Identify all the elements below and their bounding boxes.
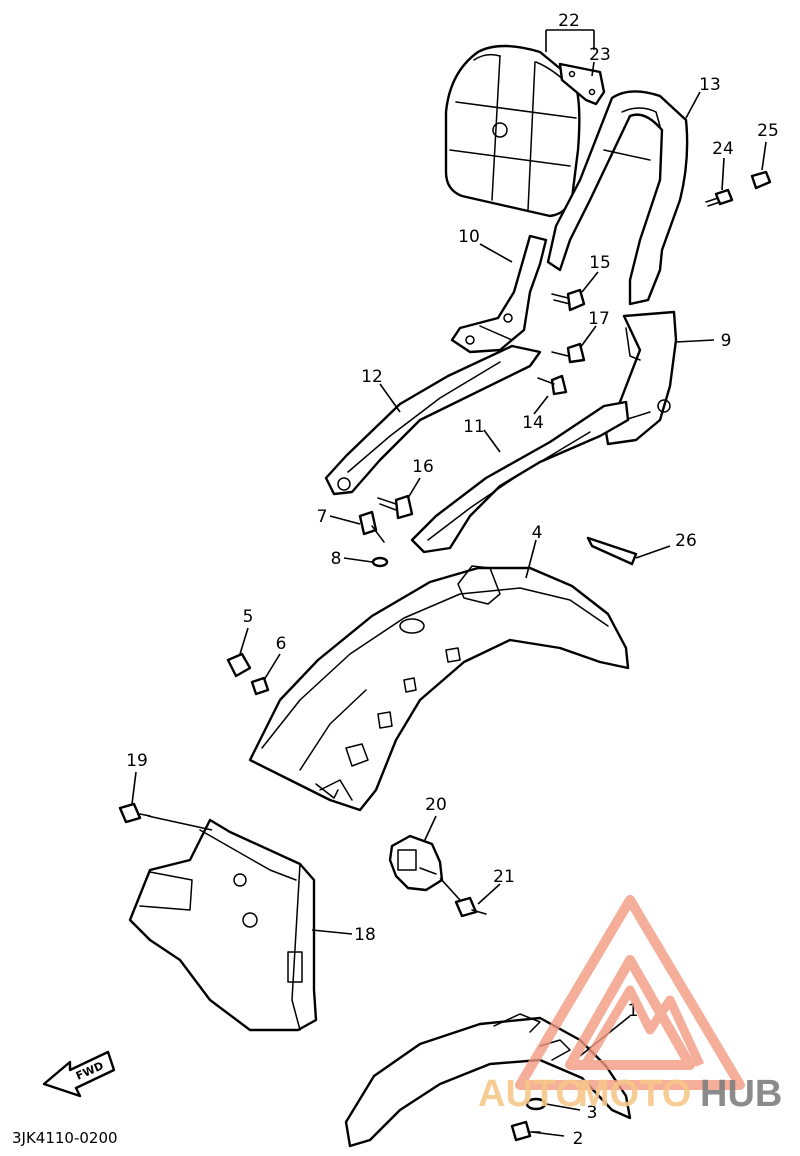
watermark-auto: AUTO — [478, 1073, 585, 1115]
diagram-code: 3JK4110-0200 — [12, 1129, 118, 1147]
taillight-bracket — [388, 834, 444, 892]
fasteners — [118, 170, 772, 1142]
callout-12: 12 — [361, 367, 383, 387]
backrest-bracket — [450, 234, 548, 354]
callout-2: 2 — [573, 1129, 584, 1149]
callout-1: 1 — [628, 1001, 639, 1021]
fwd-arrow-icon: FWD — [42, 1050, 116, 1098]
rear-fender — [248, 565, 630, 812]
sissy-bar-frame — [546, 90, 689, 306]
callout-11: 11 — [463, 417, 485, 437]
callout-19: 19 — [126, 751, 148, 771]
rear-flap — [128, 818, 318, 1032]
callout-17: 17 — [588, 309, 610, 329]
callout-20: 20 — [425, 795, 447, 815]
callout-labels: 1 2 3 4 5 6 7 8 9 10 11 12 13 14 15 16 1… — [126, 11, 779, 1149]
backrest-pad — [444, 44, 581, 218]
right-grab-stay — [410, 400, 630, 554]
watermark-logo — [515, 895, 745, 1090]
emblem-strip — [586, 536, 638, 566]
callout-10: 10 — [458, 227, 480, 247]
callout-13: 13 — [699, 75, 721, 95]
callout-23: 23 — [589, 45, 611, 65]
leader-lines — [131, 29, 767, 1137]
callout-6: 6 — [276, 634, 287, 654]
callout-14: 14 — [522, 413, 544, 433]
callout-15: 15 — [589, 253, 611, 273]
left-grab-stay — [324, 344, 542, 496]
callout-8: 8 — [331, 549, 342, 569]
callout-18: 18 — [354, 925, 376, 945]
callout-22: 22 — [558, 11, 580, 31]
callout-4: 4 — [532, 523, 543, 543]
callout-5: 5 — [243, 607, 254, 627]
callout-25: 25 — [757, 121, 779, 141]
callout-9: 9 — [721, 331, 732, 351]
watermark-text: AUTO MOTO HUB — [478, 1073, 782, 1115]
callout-3: 3 — [587, 1103, 598, 1123]
callout-21: 21 — [493, 867, 515, 887]
callout-24: 24 — [712, 139, 734, 159]
watermark-hub: HUB — [700, 1073, 782, 1115]
callout-26: 26 — [675, 531, 697, 551]
callout-16: 16 — [412, 457, 434, 477]
callout-7: 7 — [317, 507, 328, 527]
watermark-moto: MOTO — [578, 1073, 691, 1115]
